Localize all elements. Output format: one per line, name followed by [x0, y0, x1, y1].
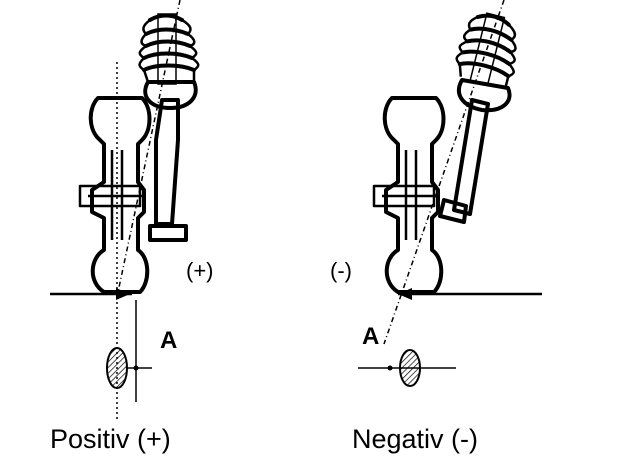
positive-camber-illustration: A (+)	[50, 0, 214, 420]
strut	[117, 0, 198, 293]
negative-camber-illustration: A (-)	[330, 0, 542, 387]
coil-spring	[138, 13, 200, 85]
coil-spring-right	[455, 12, 517, 89]
axis-label-left: A	[160, 327, 177, 354]
sign-label-negative: (-)	[330, 258, 352, 283]
sign-label-positive: (+)	[186, 258, 214, 283]
strut-right	[383, 0, 512, 345]
wheel	[78, 96, 152, 294]
camber-angle-indicator	[106, 300, 152, 402]
wheel-right	[372, 96, 446, 294]
axis-label-right: A	[362, 323, 379, 350]
camber-angle-indicator-right	[358, 349, 456, 387]
caption-negative: Negativ (-)	[352, 424, 478, 454]
caption-positive: Positiv (+)	[50, 424, 171, 454]
